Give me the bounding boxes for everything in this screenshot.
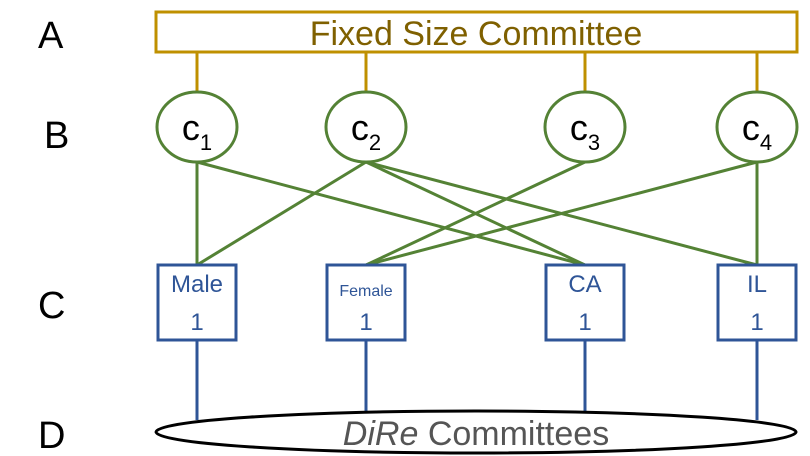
group-label: IL: [747, 271, 767, 298]
group-count: 1: [190, 309, 203, 336]
committee-connectors: [195, 52, 759, 92]
candidate-label: c4: [742, 107, 772, 155]
group-label: Female: [339, 283, 392, 300]
edge-c3-female: [365, 160, 586, 267]
candidate-c2: c2: [324, 90, 408, 164]
group-dire-connectors: [195, 340, 759, 420]
group-female: Female 1: [325, 263, 407, 342]
group-count: 1: [578, 309, 591, 336]
candidate-label: c3: [570, 107, 600, 155]
dire-label-rest: Committees: [418, 415, 609, 453]
candidate-circle: [324, 90, 408, 164]
candidate-c3: c3: [543, 90, 627, 164]
group-male: Male 1: [156, 263, 238, 342]
row-label-b: B: [44, 115, 69, 157]
candidate-label: c1: [182, 107, 212, 155]
group-ca: CA 1: [544, 263, 626, 342]
group-il: IL 1: [716, 263, 798, 342]
dire-label: DiRe Committees: [343, 415, 609, 453]
row-label-c: C: [38, 285, 65, 327]
group-box: [716, 263, 798, 342]
edge-c2-male: [196, 160, 367, 267]
committee-box: [154, 10, 799, 54]
dire-ellipse: [154, 409, 798, 455]
edge-c1-ca: [196, 160, 586, 267]
row-label-a: A: [38, 15, 64, 57]
candidate-circle: [155, 90, 239, 164]
candidate-c1: c1: [155, 90, 239, 164]
committee-label: Fixed Size Committee: [310, 15, 643, 53]
group-label: CA: [568, 271, 601, 298]
group-box: [325, 263, 407, 342]
group-box: [544, 263, 626, 342]
candidate-circle: [543, 90, 627, 164]
group-count: 1: [359, 309, 372, 336]
candidate-group-edges: [195, 160, 759, 267]
row-label-d: D: [38, 415, 65, 456]
group-label: Male: [171, 271, 223, 298]
candidate-circle: [715, 90, 799, 164]
group-box: [156, 263, 238, 342]
dire-label-italic: DiRe: [343, 415, 419, 453]
candidate-label: c2: [351, 107, 381, 155]
group-count: 1: [750, 309, 763, 336]
edge-c4-female: [365, 160, 758, 267]
candidate-c4: c4: [715, 90, 799, 164]
